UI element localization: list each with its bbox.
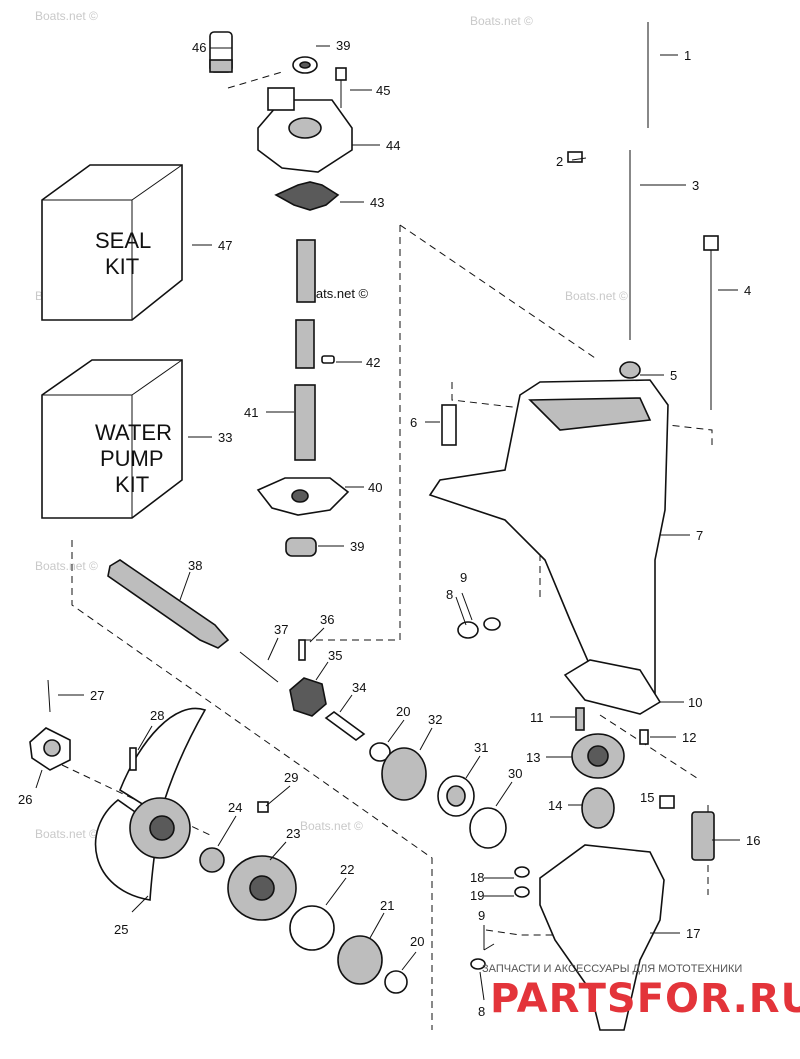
callout-45: 45: [376, 83, 390, 98]
water-pump-kit-box: WATER PUMP KIT: [41, 359, 183, 519]
callout-37: 37: [274, 622, 288, 637]
callout-1: 1: [684, 48, 691, 63]
callout-11: 11: [530, 710, 544, 725]
callout-23: 23: [286, 826, 300, 841]
callout-25: 25: [114, 922, 128, 937]
callout-16: 16: [746, 833, 760, 848]
callout-8: 8: [446, 587, 453, 602]
watermark-center: Boats.net ©: [300, 286, 369, 301]
callout-5: 5: [670, 368, 677, 383]
callout-2: 2: [556, 154, 563, 169]
watermark: Boats.net ©: [35, 559, 98, 573]
watermark: Boats.net ©: [300, 819, 363, 833]
callout-35: 35: [328, 648, 342, 663]
callout-46: 46: [192, 40, 206, 55]
callout-4: 4: [744, 283, 751, 298]
callout-47: 47: [218, 238, 232, 253]
watermark: Boats.net ©: [470, 14, 533, 28]
callout-24: 24: [228, 800, 242, 815]
watermark: Boats.net ©: [35, 827, 98, 841]
callout-29: 29: [284, 770, 298, 785]
callout-31: 31: [474, 740, 488, 755]
callout-6: 6: [410, 415, 417, 430]
callout-18: 18: [470, 870, 484, 885]
callout-15: 15: [640, 790, 654, 805]
callout-20: 20: [410, 934, 424, 949]
leader-lines: [35, 45, 740, 1001]
watermark: Boats.net ©: [565, 289, 628, 303]
callout-3: 3: [692, 178, 699, 193]
brand-subtitle: ЗАПЧАСТИ И АКСЕССУАРЫ ДЛЯ МОТОТЕХНИКИ: [482, 963, 742, 975]
callout-34: 34: [352, 680, 366, 695]
callout-7: 7: [696, 528, 703, 543]
callout-40: 40: [368, 480, 382, 495]
watermark: Boats.net ©: [35, 9, 98, 23]
callout-28: 28: [150, 708, 164, 723]
seal-kit-box: SEAL KIT: [41, 164, 183, 321]
callout-8: 8: [478, 1004, 485, 1019]
seal-kit-label-line1: SEAL: [95, 228, 151, 253]
callout-39: 39: [336, 38, 350, 53]
callout-43: 43: [370, 195, 384, 210]
brand-name: PARTSFOR.RU: [490, 976, 800, 1022]
callout-33: 33: [218, 430, 232, 445]
callout-44: 44: [386, 138, 400, 153]
callout-32: 32: [428, 712, 442, 727]
water-pump-kit-label-line3: KIT: [115, 472, 149, 497]
callout-20: 20: [396, 704, 410, 719]
callout-12: 12: [682, 730, 696, 745]
callout-21: 21: [380, 898, 394, 913]
water-pump-kit-label-line1: WATER: [95, 420, 172, 445]
callout-42: 42: [366, 355, 380, 370]
callout-38: 38: [188, 558, 202, 573]
water-pump-kit-label-line2: PUMP: [100, 446, 164, 471]
callout-41: 41: [244, 405, 258, 420]
callout-26: 26: [18, 792, 32, 807]
callout-36: 36: [320, 612, 334, 627]
callout-27: 27: [90, 688, 104, 703]
callout-19: 19: [470, 888, 484, 903]
callout-22: 22: [340, 862, 354, 877]
callout-39: 39: [350, 539, 364, 554]
callout-13: 13: [526, 750, 540, 765]
callout-10: 10: [688, 695, 702, 710]
callout-9: 9: [460, 570, 467, 585]
partsfor-logo: ЗАПЧАСТИ И АКСЕССУАРЫ ДЛЯ МОТОТЕХНИКИ PA…: [482, 963, 800, 1022]
parts: [29, 22, 719, 1031]
seal-kit-label-line2: KIT: [105, 254, 139, 279]
callout-17: 17: [686, 926, 700, 941]
callout-9: 9: [478, 908, 485, 923]
callout-30: 30: [508, 766, 522, 781]
callout-numbers: 1 2 3 4 5 6 7 8 9 10 11 12 13 14 15 16 1…: [18, 38, 760, 1019]
callout-14: 14: [548, 798, 562, 813]
